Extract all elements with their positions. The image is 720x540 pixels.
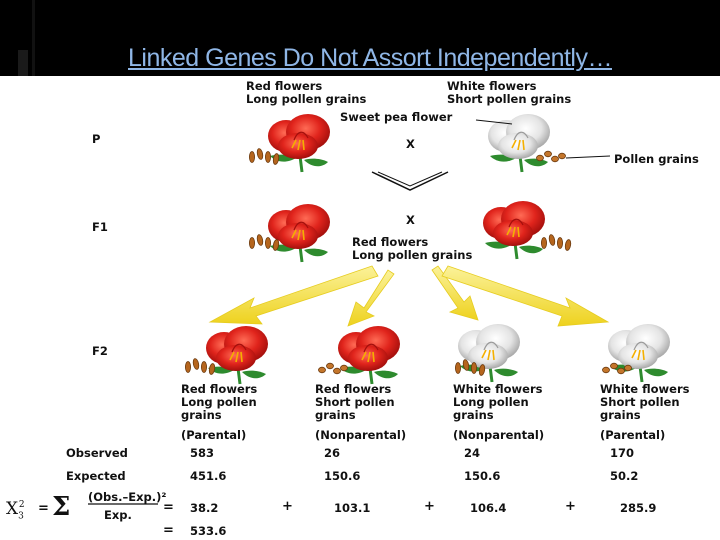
- chi-subscript: 3: [18, 511, 24, 522]
- f2-type-4: (Parental): [600, 428, 666, 442]
- observed-2: 26: [324, 446, 341, 460]
- f2-arrow-1: [208, 265, 379, 325]
- chi-3: 106.4: [470, 501, 507, 515]
- f1-offspring-label: Red flowers Long pollen grains: [352, 235, 473, 262]
- observed-4: 170: [610, 446, 635, 460]
- formula-denominator: Exp.: [104, 508, 132, 522]
- observed-1: 583: [190, 446, 215, 460]
- f1-left-flower: [266, 202, 332, 264]
- f2-flower-white-long: [456, 322, 522, 384]
- sigma-symbol: Σ: [52, 492, 71, 522]
- gen-p: P: [92, 132, 101, 146]
- f2-label-4: White flowers Short pollen grains: [600, 382, 690, 422]
- f2-arrow-4: [441, 265, 610, 327]
- chi-superscript: 2: [18, 500, 25, 511]
- f2-label-2: Red flowers Short pollen grains: [315, 382, 395, 422]
- p-red-pollen: [248, 147, 280, 166]
- chi-square-symbol: X32: [6, 499, 25, 521]
- f2-pollen-long-1: [184, 357, 216, 376]
- f2-arrow-3: [431, 265, 479, 321]
- plus-1: +: [282, 499, 293, 514]
- converge-bracket: [371, 171, 449, 191]
- f2-label-3: White flowers Long pollen grains: [453, 382, 543, 422]
- expected-1: 451.6: [190, 469, 227, 483]
- f2-flower-red-long: [204, 324, 270, 386]
- f1-right-pollen: [541, 233, 572, 252]
- f2-flower-red-short: [336, 324, 402, 386]
- gen-f1: F1: [92, 220, 108, 234]
- chi-1: 38.2: [190, 501, 219, 515]
- chi-row-equals: =: [163, 500, 174, 515]
- p-white-label: White flowers Short pollen grains: [447, 79, 572, 106]
- chi-total: 533.6: [190, 524, 227, 538]
- f1-right-flower: [481, 199, 547, 261]
- observed-label: Observed: [66, 446, 128, 460]
- expected-4: 50.2: [610, 469, 639, 483]
- plus-2: +: [424, 499, 435, 514]
- f2-type-1: (Parental): [181, 428, 247, 442]
- cross-symbol-p: X: [406, 137, 415, 151]
- expected-label: Expected: [66, 469, 126, 483]
- p-red-label: Red flowers Long pollen grains: [246, 79, 367, 106]
- observed-3: 24: [464, 446, 481, 460]
- chi-2: 103.1: [334, 501, 371, 515]
- pollen-grains-label: Pollen grains: [614, 152, 699, 166]
- plus-3: +: [565, 499, 576, 514]
- f2-type-2: (Nonparental): [315, 428, 407, 442]
- slide-title: Linked Genes Do Not Assort Independently…: [128, 44, 612, 72]
- f2-arrow-2: [347, 269, 395, 327]
- expected-2: 150.6: [324, 469, 361, 483]
- flower-pointer: [475, 119, 513, 125]
- f2-type-3: (Nonparental): [453, 428, 545, 442]
- chi-letter: X: [6, 499, 19, 519]
- header-decoration: [18, 50, 28, 76]
- f2-flower-white-short: [606, 322, 672, 384]
- cross-symbol-f1: X: [406, 213, 415, 227]
- total-equals: =: [163, 523, 174, 538]
- f2-pollen-short-1: [318, 362, 348, 375]
- sweet-pea-label: Sweet pea flower: [340, 110, 453, 124]
- gen-f2: F2: [92, 344, 108, 358]
- title-bar: [0, 0, 720, 76]
- header-divider: [32, 0, 35, 76]
- formula-numerator: (Obs.–Exp.)²: [88, 490, 167, 504]
- chi-equals: =: [38, 501, 49, 516]
- expected-3: 150.6: [464, 469, 501, 483]
- pollen-pointer: [565, 155, 611, 159]
- p-white-pollen: [536, 150, 566, 163]
- chi-4: 285.9: [620, 501, 657, 515]
- f2-label-1: Red flowers Long pollen grains: [181, 382, 258, 422]
